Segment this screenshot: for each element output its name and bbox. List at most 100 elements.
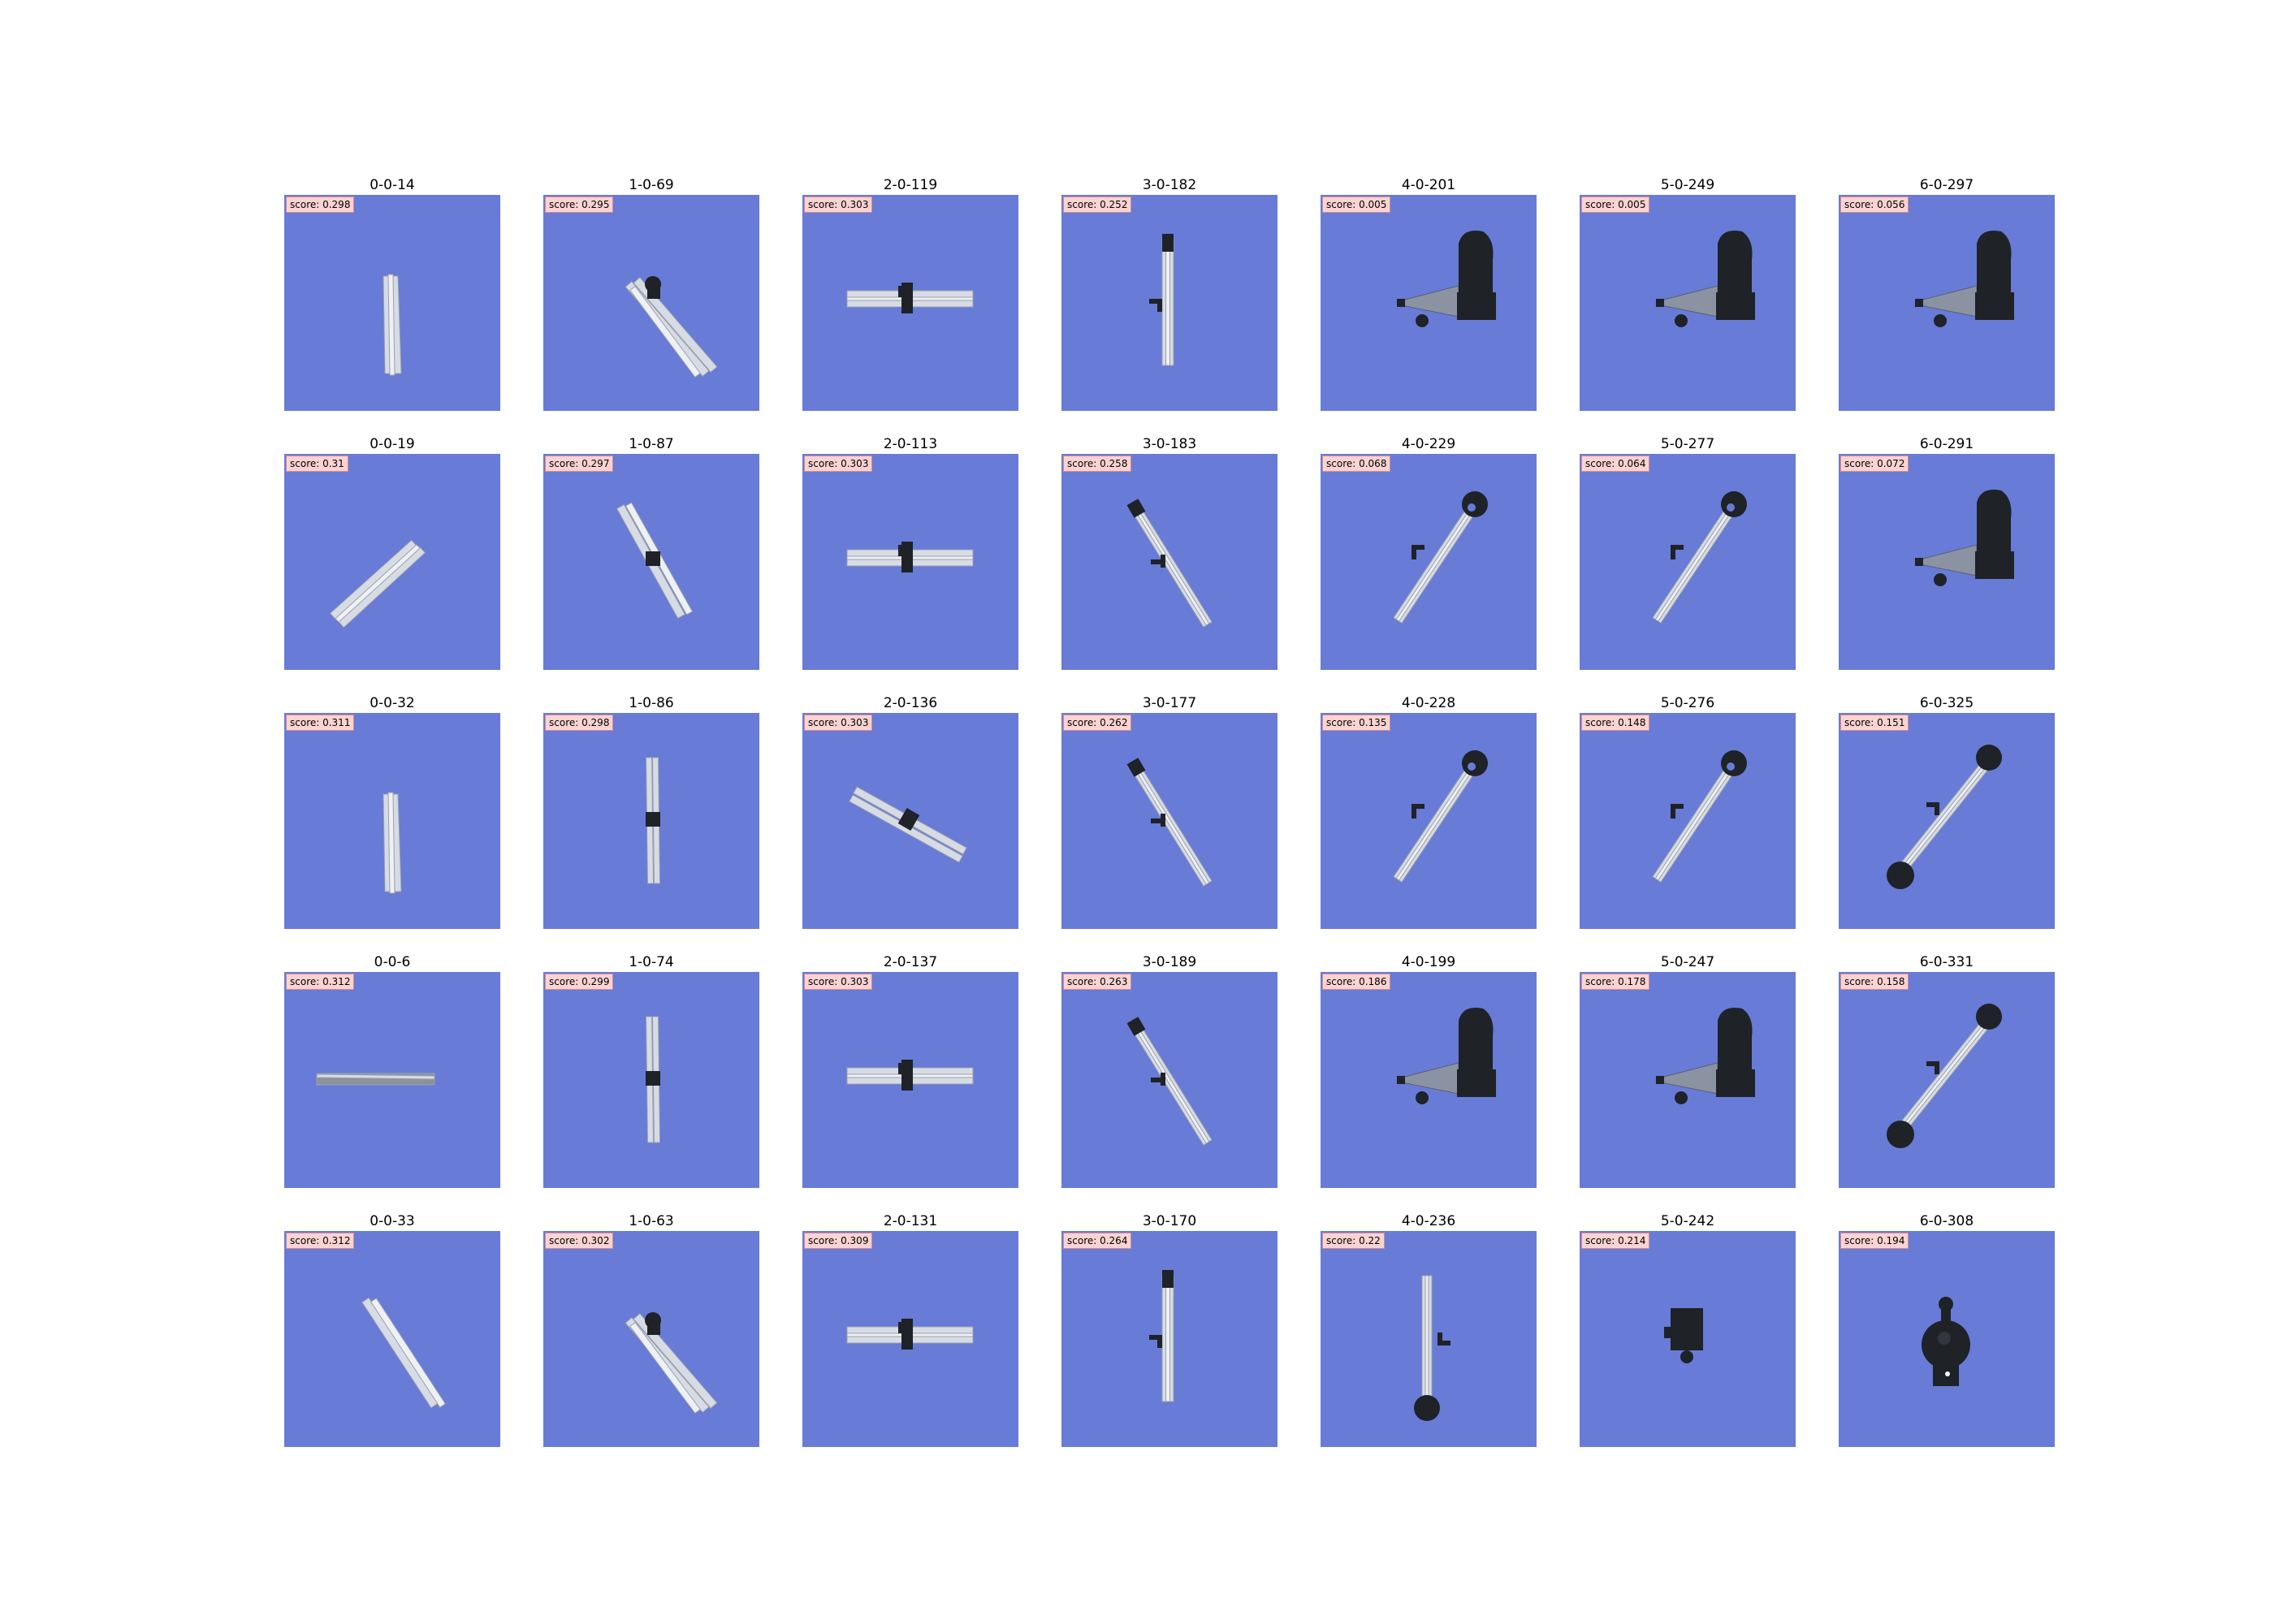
- result-cell[interactable]: 1-0-87 score: 0.297: [543, 434, 759, 678]
- score-badge: score: 0.005: [1322, 197, 1391, 213]
- cell-title: 3-0-183: [1142, 436, 1197, 452]
- small-block-icon: [1664, 1308, 1703, 1363]
- rail-with-clamp-horizontal-icon: [846, 283, 974, 313]
- part-render-image: score: 0.148: [1580, 713, 1796, 929]
- rail-cluster-vertical-icon: [383, 792, 402, 894]
- result-cell[interactable]: 2-0-119 score: 0.303: [802, 175, 1018, 419]
- cell-title: 3-0-177: [1142, 695, 1197, 711]
- score-badge: score: 0.298: [286, 197, 355, 213]
- part-render-image: score: 0.056: [1839, 195, 2055, 411]
- rail-with-bracket-icon: [616, 502, 694, 620]
- rail-with-bracket-vertical-icon: [645, 1016, 661, 1143]
- rail-double-joint-icon: [1887, 1004, 2002, 1148]
- result-cell[interactable]: 3-0-177 score: 0.262: [1061, 693, 1278, 937]
- part-render-image: score: 0.311: [284, 713, 500, 929]
- rail-diagonal-icon: [361, 1297, 447, 1409]
- rail-with-bracket-vertical-icon: [645, 757, 661, 884]
- cell-title: 2-0-119: [883, 177, 938, 193]
- score-badge: score: 0.312: [286, 1233, 355, 1249]
- cell-title: 6-0-297: [1919, 177, 1974, 193]
- rail-with-peg-vertical-icon: [1149, 1270, 1174, 1402]
- cell-title: 1-0-74: [629, 954, 674, 970]
- cell-title: 0-0-6: [374, 954, 411, 970]
- part-render-image: score: 0.005: [1321, 195, 1537, 411]
- score-badge: score: 0.148: [1581, 715, 1650, 731]
- cell-title: 6-0-331: [1919, 954, 1974, 970]
- part-render-image: score: 0.299: [543, 972, 759, 1188]
- result-cell[interactable]: 0-0-33 score: 0.312: [284, 1212, 500, 1455]
- cell-title: 0-0-33: [370, 1213, 415, 1229]
- score-badge: score: 0.297: [545, 456, 614, 472]
- cell-title: 5-0-247: [1660, 954, 1715, 970]
- rail-with-clamp-horizontal-icon: [846, 1060, 974, 1091]
- cell-title: 6-0-291: [1919, 436, 1974, 452]
- cell-title: 4-0-201: [1401, 177, 1456, 193]
- score-badge: score: 0.299: [545, 974, 614, 990]
- part-render-image: score: 0.064: [1580, 454, 1796, 670]
- result-cell[interactable]: 6-0-291 score: 0.072: [1839, 434, 2055, 678]
- score-badge: score: 0.22: [1322, 1233, 1385, 1249]
- score-badge: score: 0.312: [286, 974, 355, 990]
- score-badge: score: 0.262: [1063, 715, 1132, 731]
- result-cell[interactable]: 3-0-182 score: 0.252: [1061, 175, 1278, 419]
- part-render-image: score: 0.252: [1061, 195, 1278, 411]
- result-cell[interactable]: 0-0-6 score: 0.312: [284, 952, 500, 1196]
- part-render-image: score: 0.303: [802, 972, 1018, 1188]
- rail-with-joint-diagonal-icon: [1652, 750, 1747, 883]
- result-cell[interactable]: 1-0-74 score: 0.299: [543, 952, 759, 1196]
- mount-housing-icon: [1915, 490, 2014, 586]
- part-render-image: score: 0.297: [543, 454, 759, 670]
- cell-title: 1-0-87: [629, 436, 674, 452]
- result-cell[interactable]: 4-0-201 score: 0.005: [1321, 175, 1537, 419]
- cell-title: 2-0-136: [883, 695, 938, 711]
- part-render-image: score: 0.298: [284, 195, 500, 411]
- rail-horizontal-icon: [316, 1073, 435, 1086]
- cell-title: 3-0-182: [1142, 177, 1197, 193]
- rail-with-joint-diagonal-icon: [1393, 750, 1488, 883]
- part-render-image: score: 0.298: [543, 713, 759, 929]
- part-render-image: score: 0.303: [802, 195, 1018, 411]
- score-badge: score: 0.072: [1840, 456, 1909, 472]
- score-badge: score: 0.309: [804, 1233, 873, 1249]
- part-render-image: score: 0.22: [1321, 1231, 1537, 1447]
- rail-with-clamp-diagonal-icon: [849, 786, 967, 863]
- result-cell[interactable]: 6-0-297 score: 0.056: [1839, 175, 2055, 419]
- cell-title: 3-0-170: [1142, 1213, 1197, 1229]
- score-badge: score: 0.151: [1840, 715, 1909, 731]
- rail-with-clamp-horizontal-icon: [846, 1319, 974, 1350]
- score-badge: score: 0.31: [286, 456, 348, 472]
- part-render-image: score: 0.312: [284, 1231, 500, 1447]
- rail-with-joint-vertical-icon: [1414, 1275, 1450, 1421]
- score-badge: score: 0.214: [1581, 1233, 1650, 1249]
- score-badge: score: 0.311: [286, 715, 355, 731]
- score-badge: score: 0.302: [545, 1233, 614, 1249]
- part-render-image: score: 0.194: [1839, 1231, 2055, 1447]
- score-badge: score: 0.263: [1063, 974, 1132, 990]
